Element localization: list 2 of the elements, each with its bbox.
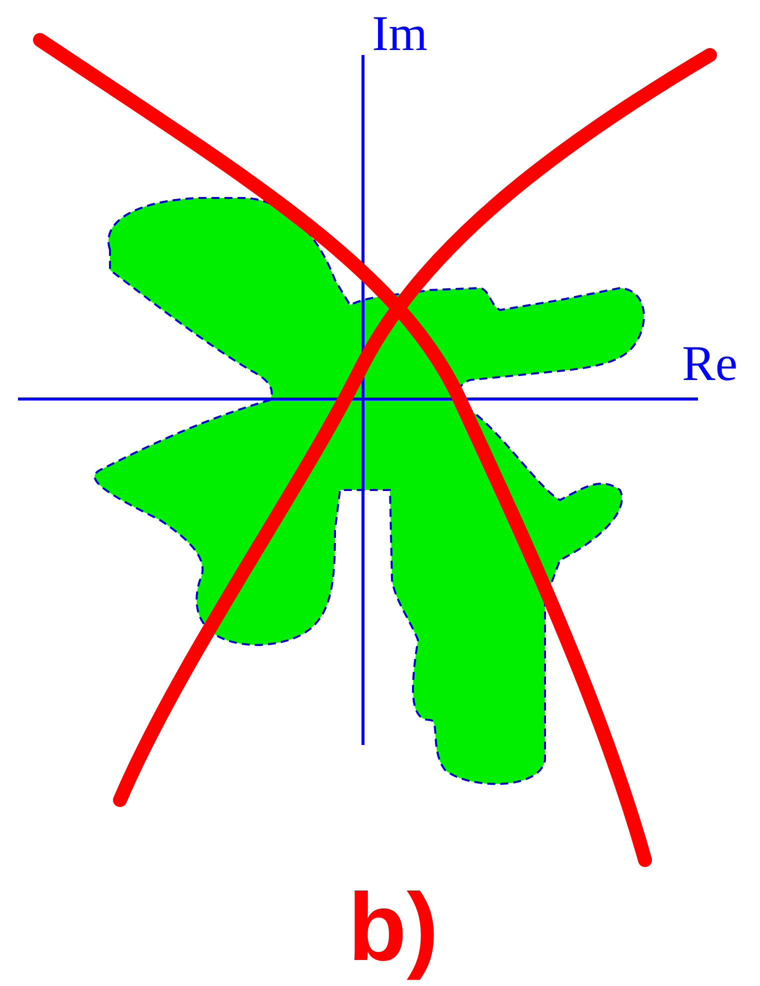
axis-label: Im [372,8,428,58]
axis-label: Re [682,338,738,388]
